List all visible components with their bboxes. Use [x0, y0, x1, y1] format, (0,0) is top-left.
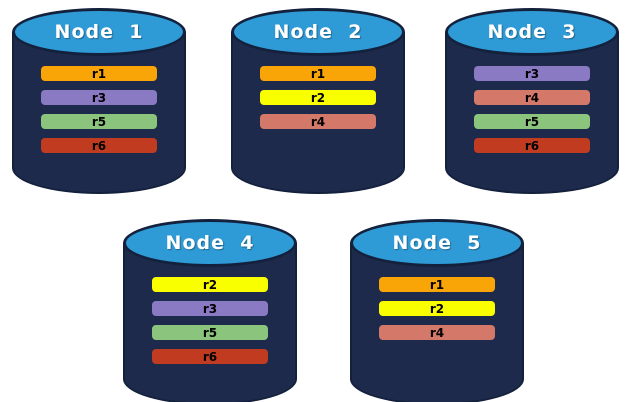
node-title: Node 4	[165, 232, 255, 254]
replica-label: r5	[91, 114, 107, 129]
cylinder-top-ellipse: Node 5	[350, 219, 524, 267]
database-node-cylinder: Node 1 r1 r3 r5 r6	[12, 8, 186, 194]
replica-bar: r5	[152, 325, 268, 340]
cylinder-top-ellipse: Node 1	[12, 8, 186, 56]
replica-bar-stack: r1 r3 r5 r6	[41, 66, 157, 162]
replica-label: r6	[202, 349, 218, 364]
node-title: Node 1	[54, 21, 144, 43]
replica-bar-stack: r1 r2 r4	[379, 277, 495, 349]
replica-label: r1	[310, 66, 326, 81]
replica-bar: r6	[152, 349, 268, 364]
replica-bar: r4	[379, 325, 495, 340]
replica-bar: r3	[474, 66, 590, 81]
replica-bar: r3	[41, 90, 157, 105]
replica-bar: r2	[260, 90, 376, 105]
cylinder-body	[350, 243, 524, 402]
replica-bar: r6	[41, 138, 157, 153]
database-node-cylinder: Node 3 r3 r4 r5 r6	[445, 8, 619, 194]
replica-bar: r2	[152, 277, 268, 292]
replica-bar: r5	[474, 114, 590, 129]
replica-label: r5	[202, 325, 218, 340]
replica-bar: r1	[379, 277, 495, 292]
cylinder-body	[231, 32, 405, 194]
replica-bar: r1	[41, 66, 157, 81]
cylinder-top-ellipse: Node 2	[231, 8, 405, 56]
node-title: Node 5	[392, 232, 482, 254]
replica-label: r2	[202, 277, 218, 292]
replica-label: r3	[202, 301, 218, 316]
cylinder-body	[12, 32, 186, 194]
cylinder-body	[123, 243, 297, 402]
replica-bar-stack: r1 r2 r4	[260, 66, 376, 138]
replica-label: r1	[429, 277, 445, 292]
node-title: Node 2	[273, 21, 363, 43]
replica-bar: r1	[260, 66, 376, 81]
replica-bar-stack: r3 r4 r5 r6	[474, 66, 590, 162]
cylinder-top-ellipse: Node 3	[445, 8, 619, 56]
replica-label: r3	[524, 66, 540, 81]
database-node-cylinder: Node 2 r1 r2 r4	[231, 8, 405, 194]
replica-bar: r5	[41, 114, 157, 129]
replica-label: r6	[524, 138, 540, 153]
replica-bar: r4	[474, 90, 590, 105]
replica-label: r2	[429, 301, 445, 316]
replica-label: r2	[310, 90, 326, 105]
node-title: Node 3	[487, 21, 577, 43]
cylinder-body	[445, 32, 619, 194]
replica-label: r5	[524, 114, 540, 129]
replica-bar-stack: r2 r3 r5 r6	[152, 277, 268, 373]
replica-label: r3	[91, 90, 107, 105]
database-node-cylinder: Node 5 r1 r2 r4	[350, 219, 524, 402]
replica-bar: r4	[260, 114, 376, 129]
replica-label: r4	[310, 114, 326, 129]
cylinder-top-ellipse: Node 4	[123, 219, 297, 267]
replica-bar: r6	[474, 138, 590, 153]
database-node-cylinder: Node 4 r2 r3 r5 r6	[123, 219, 297, 402]
replica-label: r4	[524, 90, 540, 105]
replica-label: r6	[91, 138, 107, 153]
replica-bar: r2	[379, 301, 495, 316]
replica-label: r4	[429, 325, 445, 340]
replica-label: r1	[91, 66, 107, 81]
replica-bar: r3	[152, 301, 268, 316]
